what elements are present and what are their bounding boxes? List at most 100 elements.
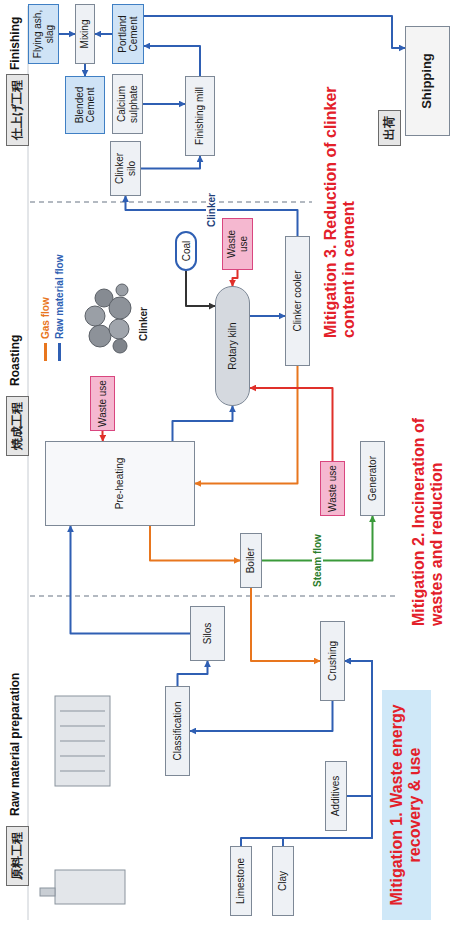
preheater-tower: Pre-heating xyxy=(45,441,195,526)
node-text: Rotary kiln xyxy=(227,322,239,369)
section-divider xyxy=(30,595,398,597)
equipment-box: Classification xyxy=(165,686,190,776)
section-divider xyxy=(30,201,312,203)
legend-text: Gas flow xyxy=(40,297,51,339)
equipment-box: Limestone xyxy=(230,846,252,916)
equipment-box: Clay xyxy=(272,846,294,916)
filter-line xyxy=(60,771,105,772)
equipment-box: Calcium sulphate xyxy=(112,74,143,134)
flow-connector xyxy=(186,271,215,306)
node-text: Crushing xyxy=(327,641,339,681)
legend-swatch xyxy=(44,343,47,361)
flow-legend: Gas flowRaw material flow xyxy=(40,255,68,361)
section-heading: Raw material preparation xyxy=(8,673,22,816)
node-text: Additives xyxy=(330,776,342,817)
flow-connector xyxy=(250,315,285,317)
node-text: Blended Cement xyxy=(74,80,97,130)
flow-connector xyxy=(144,16,405,48)
node-text: 原料工程 xyxy=(9,832,26,880)
section-heading: Roasting xyxy=(8,335,22,386)
waste-input-box: Waste use xyxy=(320,461,345,516)
flow-connector xyxy=(102,431,104,441)
connector-label: Clinker xyxy=(206,191,217,229)
node-text: Waste use xyxy=(327,465,339,512)
node-text: Waste use xyxy=(226,222,249,266)
section-heading: Finishing xyxy=(8,17,22,70)
flow-connector xyxy=(71,526,191,634)
node-text: Waste use xyxy=(97,380,109,427)
node-text: Calcium sulphate xyxy=(116,78,139,130)
connector-label: Steam flow xyxy=(312,532,323,589)
filter-line xyxy=(60,711,105,712)
section-tag: 出荷 xyxy=(378,110,401,146)
kiln-box: Rotary kiln xyxy=(215,286,250,406)
node-text: Clinker silo xyxy=(114,145,137,192)
flow-connector xyxy=(84,64,86,76)
node-text: Pre-heating xyxy=(114,458,126,510)
flow-connector xyxy=(190,701,333,731)
flow-connector xyxy=(59,33,75,35)
flow-connector xyxy=(241,661,372,846)
legend-text: Raw material flow xyxy=(54,255,65,339)
flow-connector xyxy=(250,388,333,461)
stack-symbol xyxy=(40,888,55,896)
node-text: Limestone xyxy=(235,858,247,904)
mitigation-heading: Mitigation 3. Reduction of clinker conte… xyxy=(322,83,359,338)
node-text: 出荷 xyxy=(381,116,398,140)
node-text: Coal xyxy=(181,241,192,262)
flow-connector xyxy=(144,46,200,76)
equipment-box: Clinker cooler xyxy=(285,236,310,366)
flow-connector xyxy=(95,33,112,35)
node-text: Portland Cement xyxy=(117,8,140,60)
shipping-box: Shipping xyxy=(405,26,450,136)
filter-line xyxy=(60,726,105,727)
legend-row: Raw material flow xyxy=(54,255,65,361)
node-text: Classification xyxy=(172,702,184,761)
flow-connector xyxy=(143,103,185,105)
flow-connector xyxy=(251,588,320,661)
additive-silo: Flying ash, slag xyxy=(28,4,59,64)
mitigation-box: Mitigation 1. Waste energy recovery & us… xyxy=(382,690,431,920)
legend-row: Gas flow xyxy=(40,255,51,361)
node-text: Clay xyxy=(277,871,289,891)
equipment-box: Finishing mill xyxy=(185,76,215,156)
section-tag: 原料工程 xyxy=(6,826,29,886)
clinker-picture xyxy=(85,284,131,353)
section-tag: 焼成工程 xyxy=(6,396,29,456)
bag-filter xyxy=(55,696,110,786)
legend-swatch xyxy=(58,343,61,361)
node-text: Silos xyxy=(202,623,214,645)
filter-line xyxy=(60,756,105,757)
equipment-box: Boiler xyxy=(240,533,262,588)
node-text: Boiler xyxy=(245,548,257,574)
node-text: Shipping xyxy=(420,53,435,109)
flow-connector xyxy=(141,156,200,169)
flow-connector xyxy=(173,406,233,441)
fuel-circle: Coal xyxy=(175,231,197,271)
waste-input-box: Waste use xyxy=(90,376,115,431)
product-label: Clinker xyxy=(138,307,149,341)
node-text: Clinker cooler xyxy=(292,270,304,331)
flow-connector xyxy=(233,270,238,286)
silo-box: Clinker silo xyxy=(110,141,141,196)
equipment-box: Silos xyxy=(190,606,225,661)
equipment-box: Additives xyxy=(325,761,347,831)
cement-silo: Blended Cement xyxy=(65,76,105,134)
node-text: 焼成工程 xyxy=(9,402,26,450)
cement-silo: Portland Cement xyxy=(112,4,144,64)
section-tag: 仕上げ工程 xyxy=(6,74,29,146)
node-text: Generator xyxy=(367,456,379,501)
equipment-box: Crushing xyxy=(320,621,345,701)
equipment-box: Mixing xyxy=(75,4,95,64)
flow-connector xyxy=(178,661,208,686)
node-text: 仕上げ工程 xyxy=(9,80,26,140)
node-text: Flying ash, slag xyxy=(32,8,55,60)
node-text: Finishing mill xyxy=(194,87,206,145)
dust-collector xyxy=(55,870,125,904)
flow-connector xyxy=(150,526,240,561)
mitigation-heading: Mitigation 2. Incineration of wastes and… xyxy=(410,361,447,626)
waste-input-box: Waste use xyxy=(222,218,253,270)
